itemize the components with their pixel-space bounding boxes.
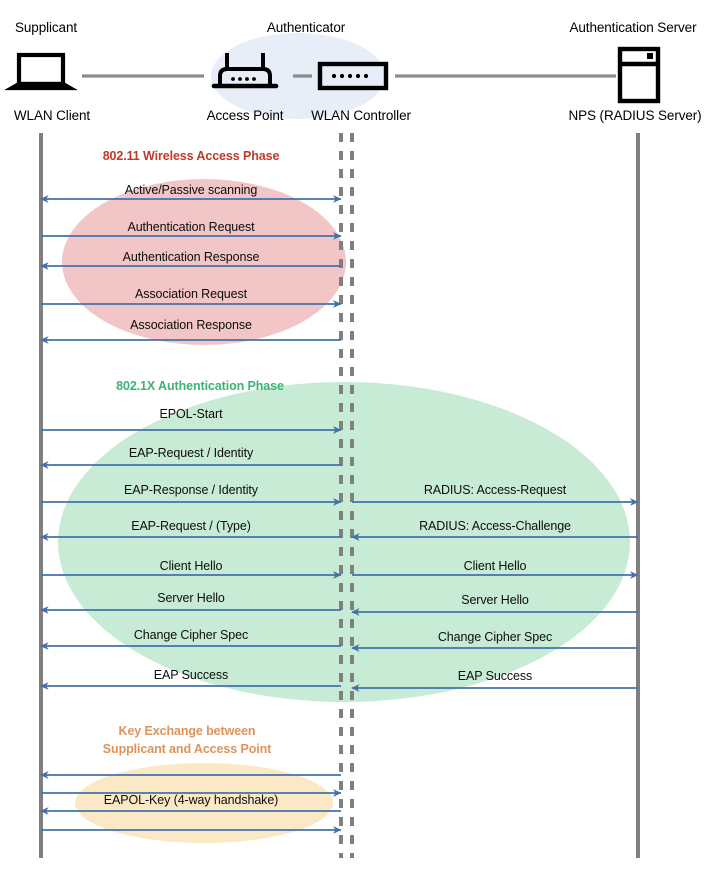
node-label-wlan-client: WLAN Client: [13, 108, 91, 123]
network-controller-icon: [317, 61, 389, 91]
phase-title-key-exchange: Key Exchange between Supplicant and Acce…: [80, 722, 294, 758]
message-label: Active/Passive scanning: [124, 183, 258, 197]
message-label: EAP-Response / Identity: [124, 483, 258, 497]
message-label: Authentication Request: [127, 220, 255, 234]
phase-title-key-exchange-line1: Key Exchange between: [118, 724, 256, 738]
message-label: Authentication Response: [122, 250, 260, 264]
message-label: Change Cipher Spec: [437, 630, 553, 644]
message-label: EAPOL-Key (4-way handshake): [103, 793, 279, 807]
message-arrow-group: [40, 195, 639, 834]
node-label-wlan-controller: WLAN Controller: [311, 108, 411, 123]
phase-ellipse-key-exchange: [75, 763, 333, 843]
laptop-icon: [4, 52, 78, 91]
phase-title-wireless-access: 802.11 Wireless Access Phase: [102, 149, 280, 163]
message-label: Association Response: [130, 318, 252, 332]
phase-title-dot1x-authentication: 802.1X Authentication Phase: [116, 379, 284, 393]
message-label: EAP-Request / (Type): [131, 519, 251, 533]
message-label: Client Hello: [463, 559, 527, 573]
role-label-supplicant: Supplicant: [14, 20, 78, 35]
message-label: Server Hello: [461, 593, 529, 607]
phase-title-key-exchange-line2: Supplicant and Access Point: [102, 742, 272, 756]
message-label: Association Request: [134, 287, 248, 301]
message-label: EAP-Request / Identity: [128, 446, 254, 460]
message-label: EAP Success: [153, 668, 229, 682]
message-label: Server Hello: [157, 591, 225, 605]
node-label-nps-radius: NPS (RADIUS Server): [568, 108, 702, 123]
message-label: RADIUS: Access-Request: [423, 483, 567, 497]
message-label: RADIUS: Access-Challenge: [419, 519, 571, 533]
message-label: Client Hello: [159, 559, 223, 573]
message-label: Change Cipher Spec: [133, 628, 249, 642]
message-label: EAP Success: [457, 669, 533, 683]
phase-ellipse-dot1x-authentication: [58, 382, 630, 702]
role-label-auth-server: Authentication Server: [569, 20, 697, 35]
wireless-access-point-icon: [211, 53, 279, 89]
message-label: EPOL-Start: [159, 407, 223, 421]
node-label-access-point: Access Point: [206, 108, 284, 123]
role-label-authenticator: Authenticator: [266, 20, 346, 35]
server-rack-icon: [617, 46, 661, 104]
